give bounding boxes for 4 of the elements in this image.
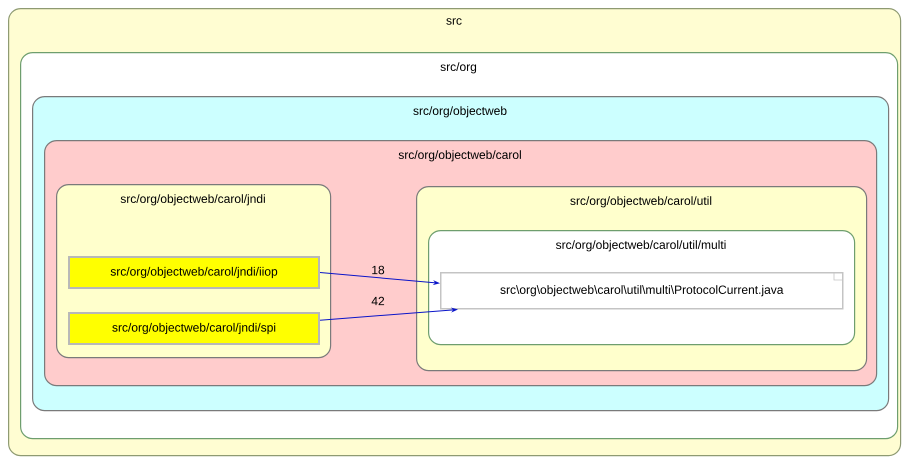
package-box: src/org/objectweb/carol/jndi/iiop bbox=[68, 256, 320, 289]
file-box: src\org\objectweb\carol\util\multi\ProtocolCurrent.java bbox=[440, 272, 844, 310]
edge-label: 18 bbox=[370, 264, 386, 276]
package-box: src/org/objectweb/carol/jndi/spi bbox=[68, 312, 320, 345]
